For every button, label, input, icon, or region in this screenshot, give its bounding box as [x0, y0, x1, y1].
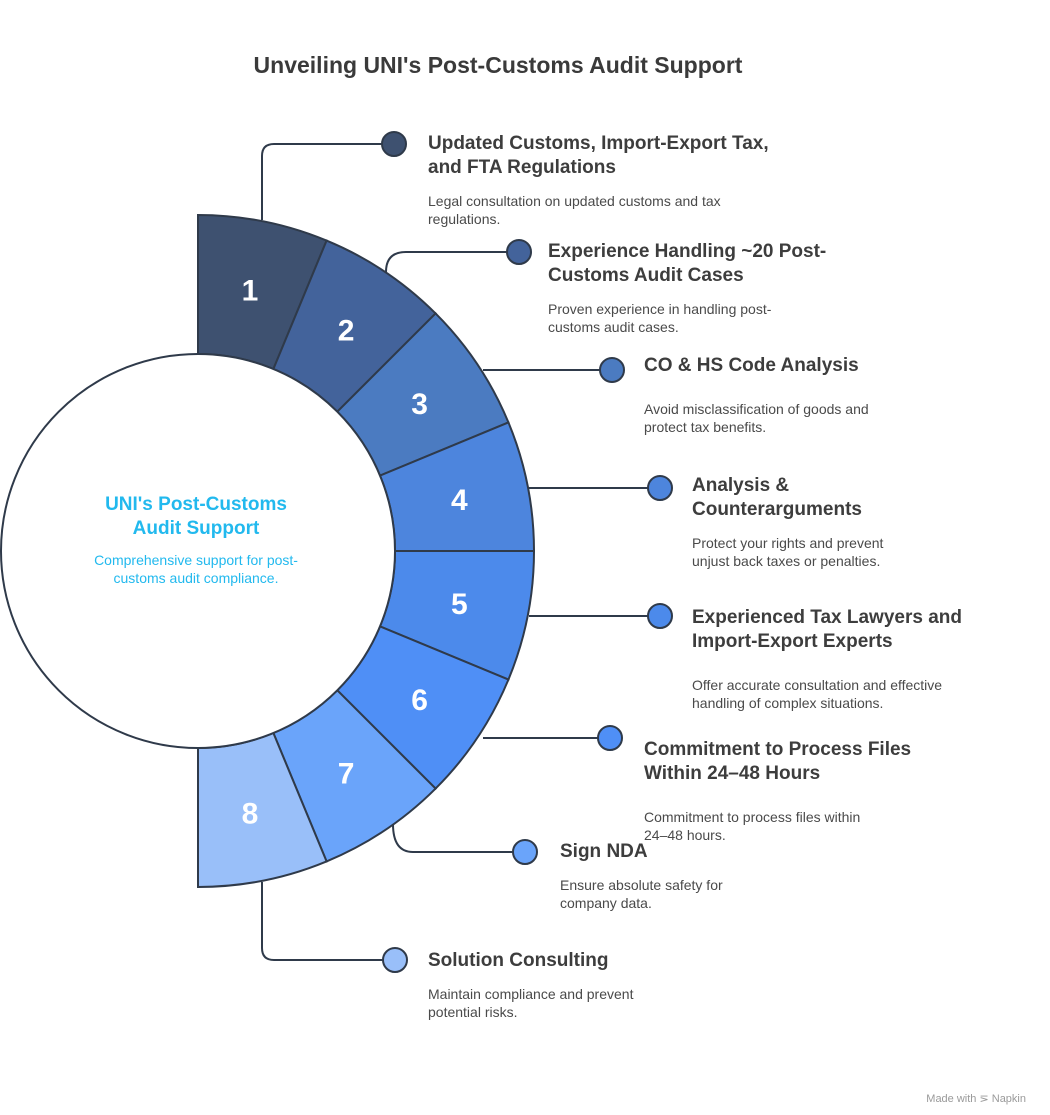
item-1-label: Updated Customs, Import-Export Tax, and … [428, 132, 788, 228]
item-8-title: Solution Consulting [428, 950, 609, 971]
item-8-label: Solution Consulting Maintain compliance … [428, 949, 728, 1021]
item-2-title: Experience Handling ~20 Post-Customs Aud… [548, 241, 827, 286]
item-6-title: Commitment to Process Files Within 24–48… [644, 739, 912, 784]
item-5-label: Experienced Tax Lawyers and Import-Expor… [692, 606, 992, 712]
bullet-dot-3 [599, 357, 625, 383]
bullet-dot-4 [647, 475, 673, 501]
bullet-dot-2 [506, 239, 532, 265]
item-4-description: Protect your rights and prevent unjust b… [692, 535, 884, 569]
center-text: UNI's Post-Customs Audit Support Compreh… [86, 493, 306, 587]
item-4-label: Analysis & Counterarguments Protect your… [692, 474, 912, 570]
center-description: Comprehensive support for post-customs a… [94, 552, 298, 586]
item-1-title: Updated Customs, Import-Export Tax, and … [428, 133, 769, 178]
connector-8 [261, 882, 395, 961]
item-7-label: Sign NDA Ensure absolute safety for comp… [560, 840, 820, 912]
item-8-description: Maintain compliance and prevent potentia… [428, 986, 634, 1020]
connector-7 [392, 823, 525, 853]
center-title: UNI's Post-Customs Audit Support [105, 494, 287, 539]
item-3-description: Avoid misclassification of goods and pro… [644, 401, 869, 435]
item-4-title: Analysis & Counterarguments [692, 475, 862, 520]
bullet-dot-6 [597, 725, 623, 751]
bullet-dot-7 [512, 839, 538, 865]
item-5-description: Offer accurate consultation and effectiv… [692, 677, 943, 711]
bullet-dot-8 [382, 947, 408, 973]
item-7-title: Sign NDA [560, 841, 648, 862]
page-title: Unveiling UNI's Post-Customs Audit Suppo… [253, 52, 743, 78]
item-6-description: Commitment to process files within 24–48… [644, 809, 861, 843]
connector-1 [261, 143, 394, 220]
center-circle [0, 353, 396, 749]
segment-5-number: 5 [451, 588, 468, 621]
segment-4-number: 4 [451, 484, 468, 517]
item-2-description: Proven experience in handling post-custo… [548, 301, 772, 335]
bullet-dot-1 [381, 131, 407, 157]
item-1-description: Legal consultation on updated customs an… [428, 193, 721, 227]
item-3-title: CO & HS Code Analysis [644, 355, 859, 376]
connector-2 [385, 251, 519, 273]
segment-2-number: 2 [338, 314, 355, 347]
item-7-description: Ensure absolute safety for company data. [560, 877, 723, 911]
item-6-label: Commitment to Process Files Within 24–48… [644, 738, 944, 844]
connectors-layer [261, 131, 673, 973]
segment-7-number: 7 [338, 758, 355, 791]
item-2-label: Experience Handling ~20 Post-Customs Aud… [548, 240, 848, 336]
segment-8-number: 8 [242, 797, 259, 830]
item-3-label: CO & HS Code Analysis Avoid misclassific… [644, 354, 984, 436]
segment-6-number: 6 [411, 684, 428, 717]
segment-1-number: 1 [242, 275, 259, 308]
bullet-dot-5 [647, 603, 673, 629]
segment-3-number: 3 [411, 388, 428, 421]
item-5-title: Experienced Tax Lawyers and Import-Expor… [692, 607, 962, 652]
made-with-napkin-footer: Made with ⋝ Napkin [926, 1093, 1026, 1105]
